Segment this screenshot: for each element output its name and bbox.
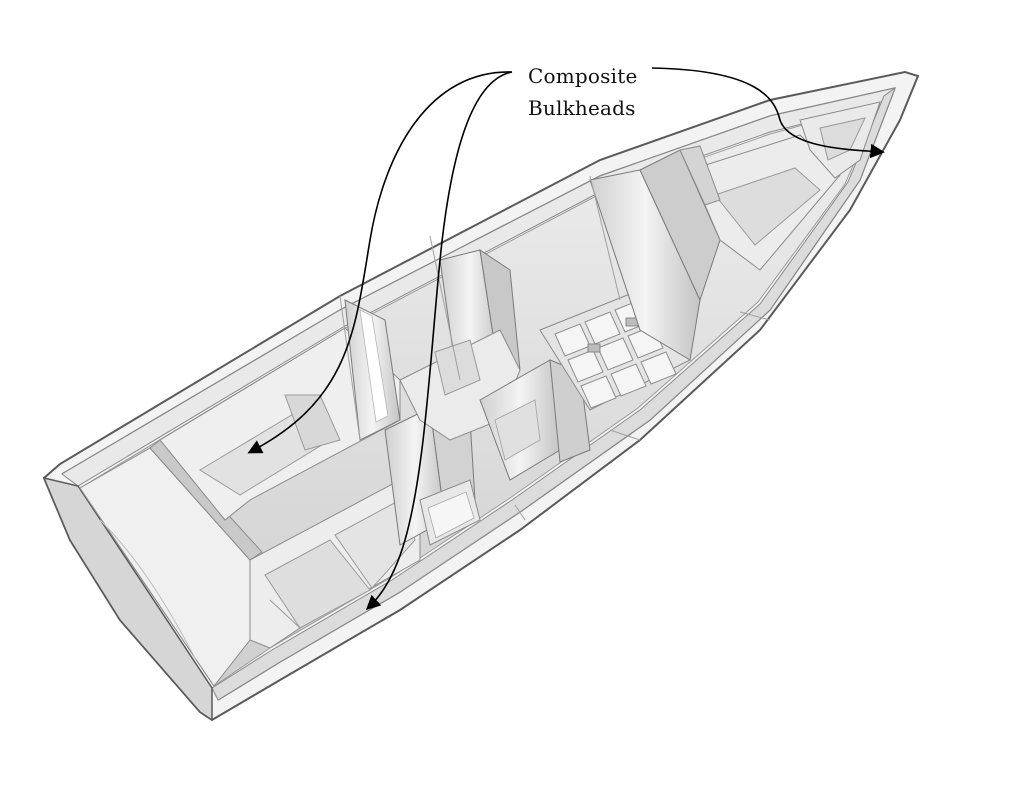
callout-arrows [247, 67, 885, 610]
composite-bulkheads-label: Composite Bulkheads [528, 60, 638, 124]
bow-compartment [799, 101, 881, 179]
arrow-to-bow-bulkhead [651, 67, 885, 159]
callout-line-1: Composite [528, 64, 638, 88]
lower-aft-compartment [249, 479, 421, 649]
side-deck-lower [211, 86, 897, 701]
deck-seams [339, 175, 771, 521]
arrow-to-aft-lower-bulkhead [365, 71, 513, 610]
center-locker [419, 479, 481, 546]
composite-bulkhead-panel-5 [589, 149, 721, 361]
stern-compartment [79, 439, 263, 687]
composite-bulkhead-panel-1 [344, 299, 401, 441]
forward-compartment [679, 134, 841, 271]
callout-line-2: Bulkheads [528, 96, 636, 120]
arrow-to-aft-upper-bulkhead [247, 71, 513, 454]
